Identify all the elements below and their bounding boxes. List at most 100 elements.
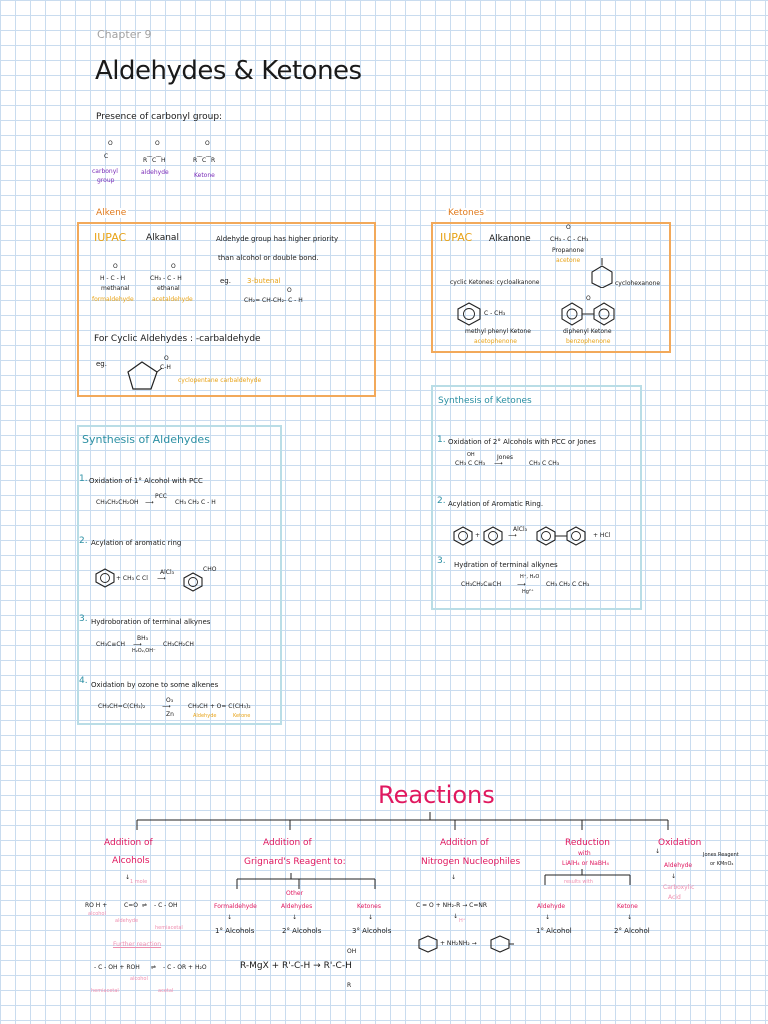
chapter-label: Chapter 9 [97, 28, 152, 41]
synth-ald-2-product: CHO [203, 566, 217, 573]
grignard-oh: OH [347, 948, 357, 955]
aldehyde-label: aldehyde [141, 169, 169, 176]
synth-ket-1-arrow: ⟶ [494, 460, 503, 467]
branch-1-acetal: acetal [158, 988, 174, 994]
butenal-eg: eg. [220, 277, 231, 285]
branch-5-acid: Acid [668, 894, 681, 901]
jones-reagent: Jones Reagent [703, 852, 739, 858]
branch-4-title: Reduction [565, 838, 610, 848]
aldehydes-label: Aldehydes [281, 903, 313, 910]
branch-4-aldehyde: Aldehyde [537, 903, 566, 910]
branch-1-eq3: - C - OH + ROH [94, 964, 140, 971]
branch-3-arrow-2: ↓ [453, 913, 459, 920]
synth-ald-1-arrow: ⟶ [145, 499, 154, 506]
synth-ket-3: Hydration of terminal alkynes [454, 561, 558, 569]
branch-2-subtitle: Grignard's Reagent to: [244, 857, 346, 867]
jones-reagent-2: or KMnO₄ [710, 861, 734, 867]
synth-ket-1-product: CH₃ C CH₃ [529, 460, 560, 467]
aldehyde-o: O [155, 140, 160, 147]
butenal-name: 3-butenal [247, 277, 281, 285]
synth-ket-2-num: 2. [437, 496, 446, 506]
ethanal-struct: CH₃ - C - H [150, 275, 182, 282]
branch-3-eq2: + NH₂NH₂ → [440, 940, 477, 947]
priority-note-2: than alcohol or double bond. [218, 254, 319, 262]
synth-ket-heading: Synthesis of Ketones [438, 396, 532, 406]
branch-4-arrow-b: ↓ [627, 914, 633, 921]
ketone-struct: R⁀C⁀R [193, 157, 216, 164]
cyclic-eg: eg. [96, 360, 107, 368]
formaldehyde-label: Formaldehyde [214, 903, 257, 910]
grignard-eq: R-MgX + R'-C-H → R'-C-H [240, 961, 352, 971]
branch-2-arrow-a: ↓ [227, 914, 233, 921]
benzophenone-product [536, 526, 586, 546]
branch-1-mole: 1 mole [130, 879, 148, 885]
branch-1-arrow-2: ⇌ [142, 902, 148, 909]
branch-1-subtitle: Alcohols [112, 856, 150, 866]
branch-4-results: results with [564, 879, 593, 885]
synthesis-ketones-box [431, 385, 642, 610]
cyclohexanone-ring [591, 258, 613, 288]
synth-ket-3-num: 3. [437, 556, 446, 566]
branch-4-tree [544, 869, 631, 885]
carbonyl-label-2: group [97, 177, 115, 184]
branch-1-arrow-3: ⇌ [151, 964, 157, 971]
synth-ald-3-eq: CH₃C≡CH [96, 641, 126, 648]
branch-5-title: Oxidation [658, 838, 702, 848]
synth-ald-3: Hydroboration of terminal alkynes [91, 618, 211, 626]
butenal-o: O [287, 287, 292, 294]
benzophenone-rings [561, 302, 615, 326]
synth-ket-2-product: + HCl [593, 532, 611, 539]
carbonyl-label: carbonyl [92, 168, 118, 175]
synth-ket-2-arrow: ⟶ [508, 532, 517, 539]
synth-ald-2-eq: + CH₃ C Cl [116, 575, 148, 582]
synth-ald-2-num: 2. [79, 536, 88, 546]
ketone-o: O [205, 140, 210, 147]
synth-ket-3-product: CH₃ CH₂ C CH₃ [546, 581, 590, 588]
acetophenone-name: acetophenone [474, 338, 517, 345]
synth-ket-3-arrow: ⟶ [517, 581, 526, 588]
branch-1-eq2: C=O [124, 902, 138, 909]
aldehyde-struct: R⁀C⁀H [143, 157, 166, 164]
synth-ket-1-num: 1. [437, 435, 446, 445]
branch-2-arrow-b: ↓ [292, 914, 298, 921]
other-label: Other [286, 890, 304, 897]
synth-ald-1-product: CH₃ CH₂ C - H [175, 499, 216, 506]
benzene-ring-k1 [453, 526, 473, 546]
synth-ald-4-arrow: ⟶ [162, 703, 171, 710]
synth-ald-3-num: 3. [79, 614, 88, 624]
alkene-heading: Alkene [94, 208, 129, 218]
ketones-iupac: IUPAC [440, 231, 473, 244]
butenal-struct: CH₂= CH-CH₂- C - H [244, 297, 303, 304]
tertiary-alcohols: 3° Alcohols [352, 927, 392, 935]
carbonyl-o: O [108, 140, 113, 147]
cyclic-aldehydes: For Cyclic Aldehydes : -carbaldehyde [94, 334, 261, 344]
hemiacetal-struct: - C - OH [154, 902, 178, 909]
acetone-name: acetone [556, 257, 581, 264]
synth-ald-1-reagent: PCC [155, 493, 167, 500]
branch-1-aldehyde: aldehyde [115, 918, 139, 924]
methanal-struct: H - C - H [100, 275, 126, 282]
alkanone-label: Alkanone [489, 234, 531, 244]
benzene-ring-acyl [95, 568, 115, 588]
benzene-ring-mpk [457, 302, 481, 326]
grignard-r: R [347, 982, 352, 989]
branch-4-reagent: LiAlH₄ or NaBH₄ [562, 860, 609, 867]
synth-ald-4-reagent: O₃ [166, 697, 174, 704]
branch-3-ring-2 [490, 935, 514, 953]
branch-5-aldehyde: Aldehyde [664, 862, 693, 869]
mpk-struct: C - CH₃ [484, 310, 506, 317]
benzaldehyde-ring [183, 572, 203, 592]
synth-ald-4-label-1: Aldehyde [193, 713, 217, 719]
methanal-o: O [113, 263, 118, 270]
branch-1-alcohol: alcohol [88, 911, 106, 917]
cyclopentane-ring [127, 361, 162, 390]
synth-ket-3-eq: CH₃CH₂C≡CH [461, 581, 502, 588]
carbonyl-c: C [104, 153, 109, 160]
synthesis-aldehydes-box [77, 425, 282, 725]
synth-ald-3-reagent: BH₃ [137, 635, 149, 642]
synth-ald-4-reagent-2: Zn [166, 711, 174, 718]
further-reaction: Further reaction [113, 941, 162, 948]
synth-ket-2-eq: + [475, 532, 481, 539]
branch-1-eq4: - C - OR + H₂O [163, 964, 207, 971]
synth-ald-3-arrow: ⟶ [133, 641, 142, 648]
